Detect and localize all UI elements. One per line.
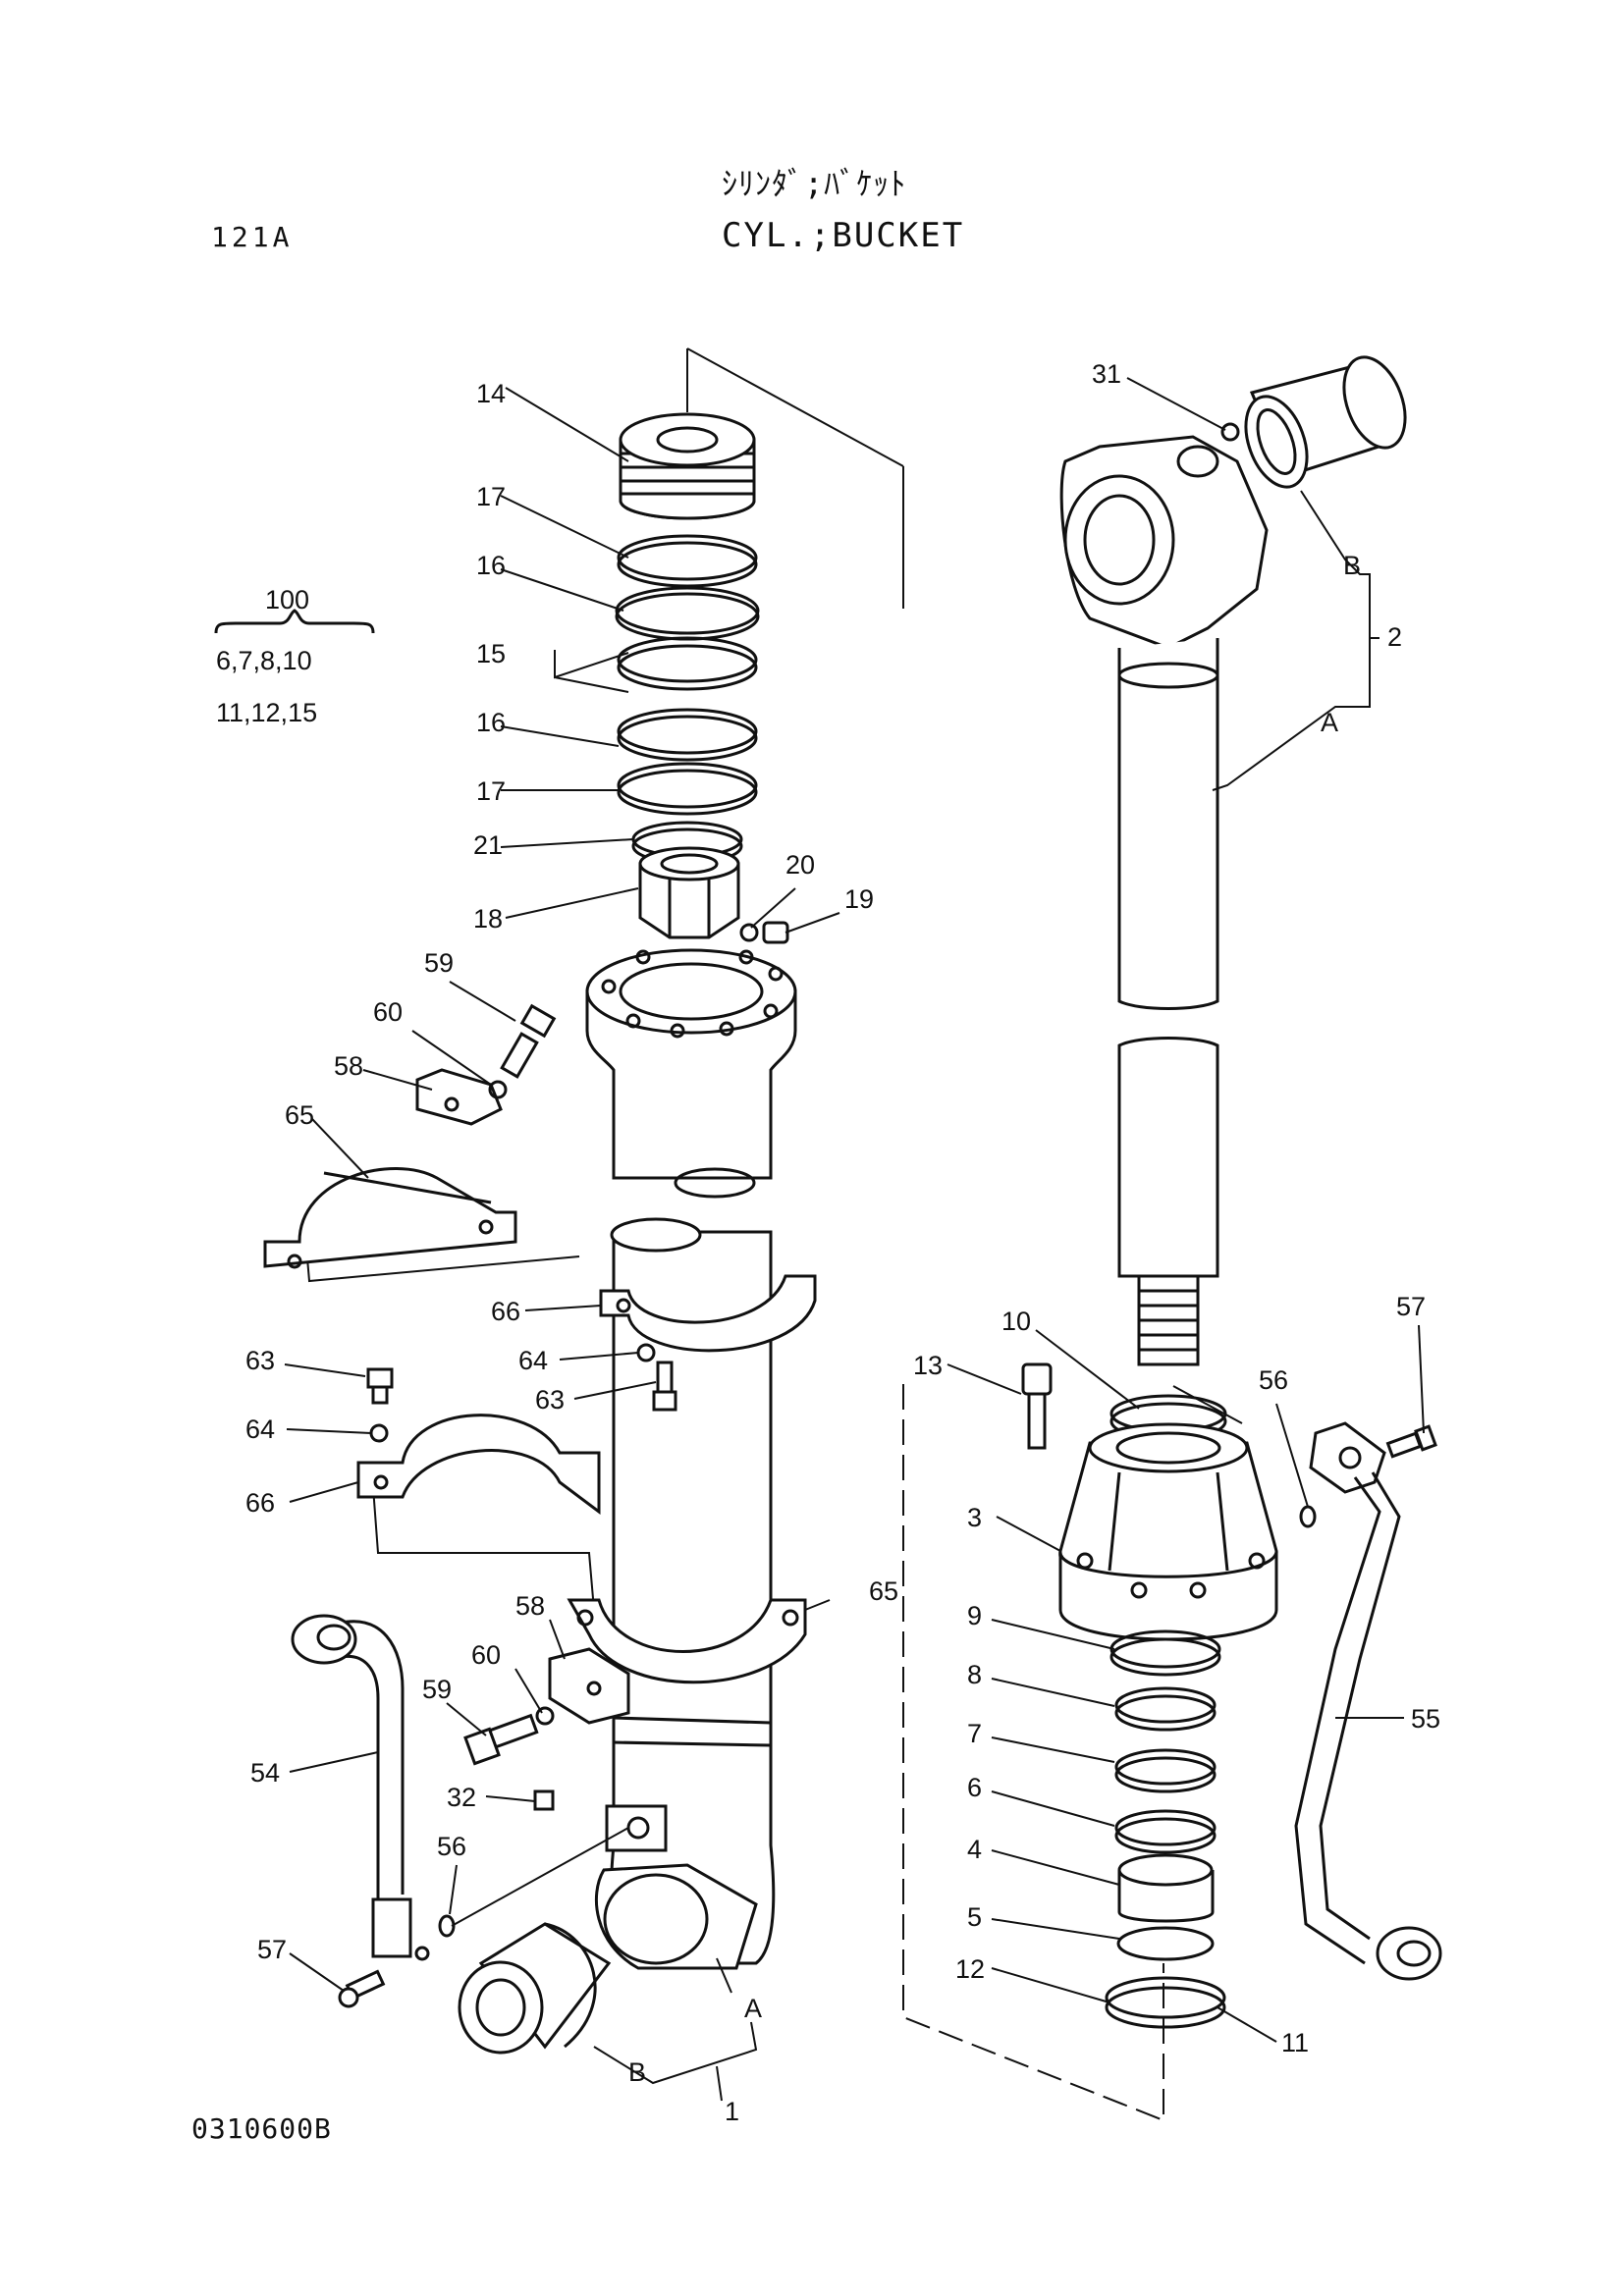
clamp-65-upper [263,1166,517,1269]
callout-14: 14 [476,379,506,408]
callout-57: 57 [1396,1292,1426,1321]
kit-brace [214,609,375,634]
callout-31: 31 [1092,359,1121,389]
rod-eye [1059,435,1269,650]
callout-66: 66 [491,1297,520,1326]
callout-11: 11 [1281,2028,1309,2057]
grouping-lines [305,347,1243,2122]
callout-60: 60 [471,1640,501,1670]
kit-number: 100 [265,585,309,614]
seals-4-to-12 [1105,1629,1226,2029]
callout-2: 2 [1387,622,1402,652]
bracket-58-lower [548,1647,630,1725]
callout-B: B [628,2057,646,2087]
kit-contents: 100 6,7,8,10 11,12,15 [216,585,317,727]
callout-16: 16 [476,708,506,737]
callout-19: 19 [844,884,874,914]
cylinder-tube [594,1217,776,1970]
oring-56-right [1299,1505,1317,1528]
callout-B: B [1343,551,1361,580]
callout-7: 7 [967,1719,982,1748]
callout-17: 17 [476,482,506,511]
kit-line-2: 11,12,15 [216,698,317,727]
callout-56: 56 [437,1832,466,1861]
callout-63: 63 [245,1346,275,1375]
piston-14 [619,412,756,520]
page-number: 121A [211,221,294,253]
cap-screw-13 [1021,1362,1053,1450]
callout-58: 58 [334,1051,363,1081]
callout-58: 58 [515,1591,545,1621]
callout-13: 13 [913,1351,943,1380]
set-screw-19-ball-20 [739,921,789,944]
bolt-59-washer-60-upper [488,1003,557,1099]
callout-A: A [1321,708,1338,737]
callout-54: 54 [250,1758,280,1788]
pipe-54 [291,1614,430,1961]
callout-8: 8 [967,1660,982,1689]
nut-18 [638,846,740,939]
callout-15: 15 [476,639,506,668]
callout-10: 10 [1001,1307,1031,1336]
callout-64: 64 [245,1415,275,1444]
elbow-32-oring-56-left [438,1789,555,1938]
callout-65: 65 [285,1100,314,1130]
callout-labels: 14 17 16 15 16 17 21 18 20 19 59 60 58 6… [245,359,1440,2126]
piston-rod [1117,638,1219,1366]
flange-bolt-57-right [1309,1421,1437,1494]
callout-64: 64 [518,1346,548,1375]
bushing-left [458,1922,612,2055]
callout-1: 1 [725,2097,739,2126]
clamp-65-lower [567,1598,807,1684]
bolt-63-washer-64-upper [636,1343,677,1412]
callout-60: 60 [373,997,403,1027]
clamp-66-lower [356,1414,601,1515]
kit-line-1: 6,7,8,10 [216,646,312,675]
callout-6: 6 [967,1773,982,1802]
bolt-57-left [338,1969,386,2008]
callout-A: A [744,1994,762,2023]
bolt-59-washer-60-lower [463,1706,555,1766]
callout-9: 9 [967,1601,982,1630]
callout-55: 55 [1411,1704,1440,1734]
callout-59: 59 [424,948,454,978]
callout-57: 57 [257,1935,287,1964]
callout-5: 5 [967,1902,982,1932]
grease-fitting-31 [1220,422,1240,442]
callout-17: 17 [476,776,506,806]
callout-56: 56 [1259,1365,1288,1395]
callout-32: 32 [447,1783,476,1812]
rod-cover-3 [1058,1422,1278,1641]
callout-66: 66 [245,1488,275,1518]
pipe-55 [1294,1471,1442,1981]
callout-18: 18 [473,904,503,934]
seal-rings-15-16-17 [615,534,760,865]
callout-3: 3 [967,1503,982,1532]
callout-16: 16 [476,551,506,580]
callout-63: 63 [535,1385,565,1415]
bolt-63-washer-64-lower [366,1367,394,1443]
title-english: CYL.;BUCKET [722,216,965,255]
bushing-right [1244,355,1407,489]
bracket-58-upper [415,1068,503,1126]
callout-21: 21 [473,830,503,860]
clamp-66-upper [599,1274,817,1353]
callout-4: 4 [967,1835,982,1864]
leader-lines [284,377,1425,2102]
callout-12: 12 [955,1954,985,1984]
title-japanese: ｼﾘﾝﾀﾞ;ﾊﾞｹｯﾄ [722,165,907,202]
callout-59: 59 [422,1675,452,1704]
drawing-number: 0310600B [191,2112,332,2145]
callout-65: 65 [869,1576,898,1606]
cylinder-head-end [585,948,797,1199]
callout-20: 20 [785,850,815,880]
